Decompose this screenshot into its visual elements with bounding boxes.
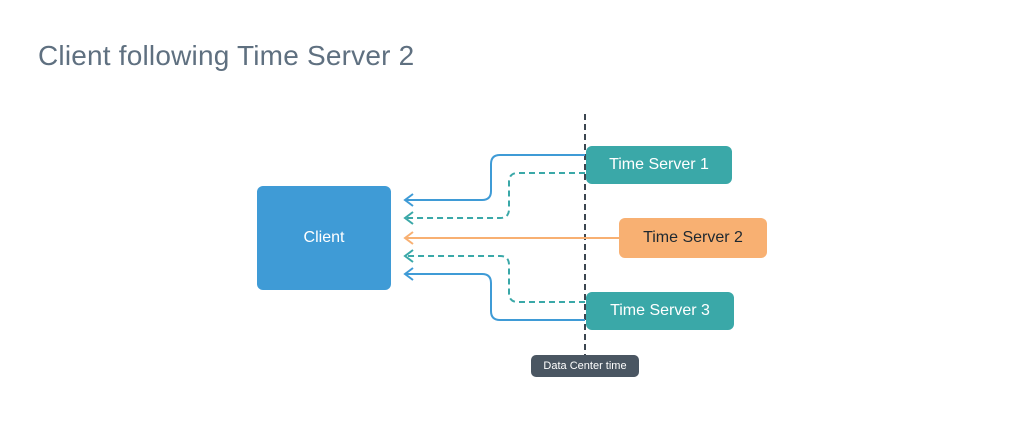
ts1-dashed-path [406,172,585,219]
arrowhead-icon [403,193,414,207]
page-title: Client following Time Server 2 [38,40,415,71]
time-server-1-box: Time Server 1 [586,146,732,184]
arrowhead-icon [403,249,414,263]
arrowhead-icon [403,267,414,281]
time-server-3-box: Time Server 3 [586,292,734,330]
client-label: Client [303,229,345,246]
time-server-2-label: Time Server 2 [643,229,743,246]
arrowhead-icon [403,211,414,225]
arrowhead-icon [403,231,414,245]
data-center-time-label: Data Center time [543,360,627,372]
ts1-solid-path [406,154,585,201]
ts3-dashed-path [406,255,585,303]
data-center-time-badge: Data Center time [531,355,639,377]
time-server-2-box: Time Server 2 [619,218,767,258]
client-box: Client [257,186,391,290]
ts3-solid-path [406,273,585,321]
time-server-1-label: Time Server 1 [609,156,709,173]
time-server-3-label: Time Server 3 [610,302,710,319]
